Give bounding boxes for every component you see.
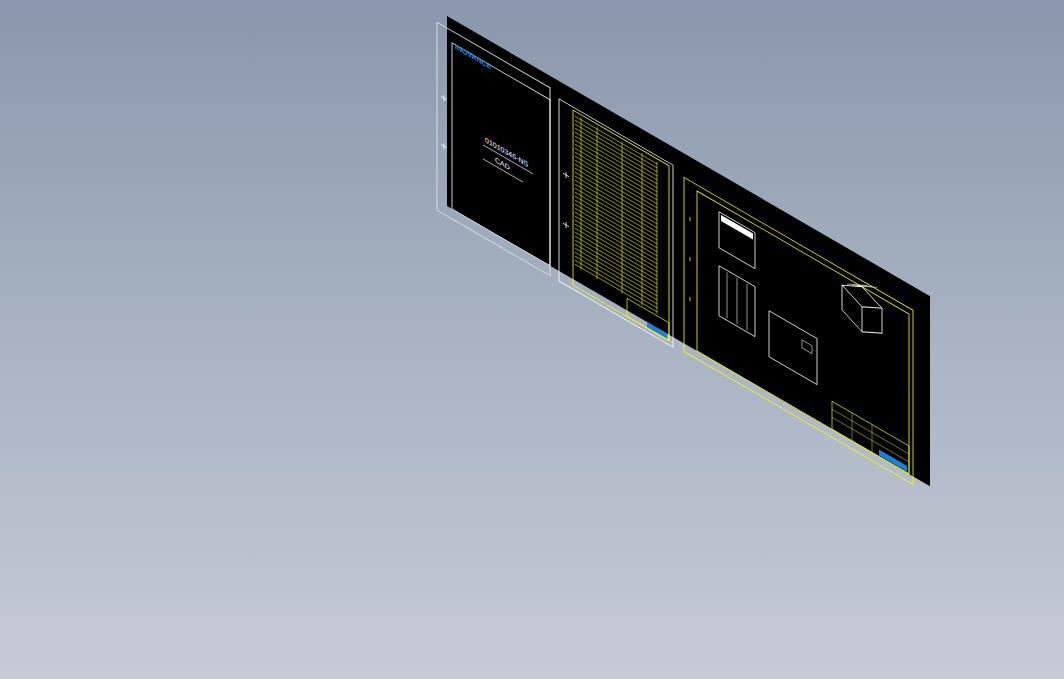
table-row — [575, 204, 657, 252]
sheet-frame — [437, 22, 550, 276]
table-row — [575, 156, 657, 204]
table-column — [657, 162, 658, 314]
table-lines — [575, 114, 657, 314]
table-row — [575, 252, 657, 300]
logo-block — [879, 450, 907, 472]
table-row — [575, 124, 657, 172]
logo-text: INOVANCE — [455, 43, 491, 71]
table-row — [575, 116, 657, 164]
sheet-note: CAD — [495, 156, 510, 172]
black-ground — [447, 16, 930, 486]
logo-block — [647, 322, 667, 339]
table-row — [575, 188, 657, 236]
sheet-frame — [559, 99, 673, 347]
panel-detail — [721, 215, 753, 240]
table-row — [575, 172, 657, 220]
title-block — [832, 401, 909, 474]
sheet-border — [697, 191, 909, 474]
table-row — [575, 132, 657, 180]
detail — [802, 340, 812, 354]
sheet-border — [573, 110, 669, 341]
front-view — [719, 212, 755, 269]
table-row — [575, 148, 657, 196]
table-row — [575, 220, 657, 268]
table-row — [575, 244, 657, 292]
table-row — [575, 164, 657, 212]
table-row — [575, 184, 657, 232]
table-row — [575, 168, 657, 216]
table-row — [575, 212, 657, 260]
table-row — [575, 160, 657, 208]
table-row — [575, 260, 657, 308]
table-row — [575, 248, 657, 296]
table-row — [575, 176, 657, 224]
text-plane: INOVANCE01010346-NSCAD — [447, 16, 947, 526]
side-view — [719, 266, 755, 337]
table-column — [622, 142, 623, 294]
table-row — [575, 208, 657, 256]
title-block — [627, 298, 669, 340]
sheet-border — [452, 43, 550, 266]
zone-mark — [690, 217, 691, 301]
fin-lines — [727, 272, 747, 330]
cross-mark — [563, 170, 569, 229]
table-row — [575, 128, 657, 176]
sheet-frame — [684, 177, 913, 484]
top-view — [769, 311, 817, 385]
table-row — [575, 136, 657, 184]
table-row — [575, 228, 657, 276]
table-row — [575, 192, 657, 240]
table-row — [575, 240, 657, 288]
fin-lines — [847, 270, 877, 301]
table-row — [575, 180, 657, 228]
title-grid — [832, 401, 909, 474]
cross-mark — [441, 94, 447, 151]
table-column — [597, 127, 598, 279]
table-column — [642, 153, 643, 305]
table-row — [575, 196, 657, 244]
table-column — [581, 118, 582, 270]
table-row — [575, 232, 657, 280]
drawing-plane — [437, 10, 930, 496]
table-row — [575, 224, 657, 272]
table-row — [575, 236, 657, 284]
table-row — [575, 264, 657, 312]
table-row — [575, 144, 657, 192]
table-row — [575, 152, 657, 200]
table-row — [575, 120, 657, 168]
table-row — [575, 140, 657, 188]
table-row — [575, 200, 657, 248]
table-row — [575, 256, 657, 304]
table-row — [575, 216, 657, 264]
